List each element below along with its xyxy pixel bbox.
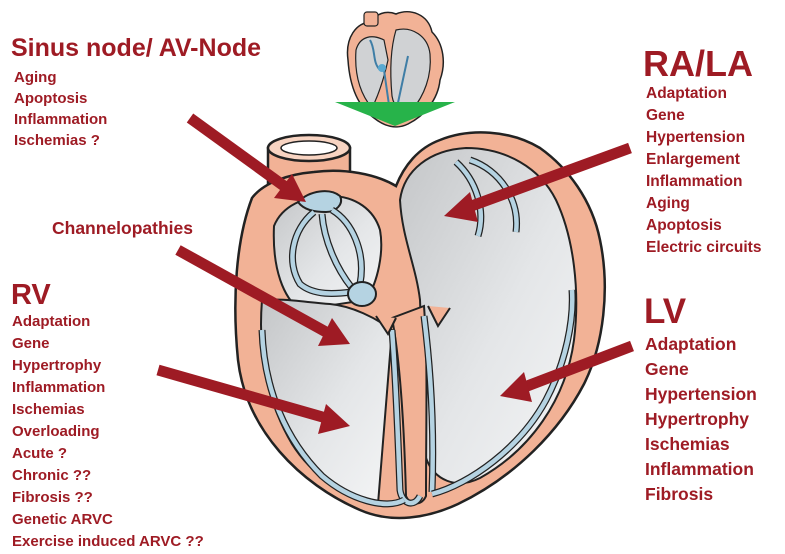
channelopathies-title: Channelopathies [52, 220, 193, 238]
list-item: Overloading [12, 421, 204, 443]
list-item: Fibrosis [645, 482, 757, 507]
list-item: Hypertension [646, 127, 761, 149]
list-item: Electric circuits [646, 237, 761, 259]
list-item: Aging [646, 193, 761, 215]
list-item: Gene [12, 333, 204, 355]
list-item: Hypertrophy [645, 407, 757, 432]
green-down-arrow [335, 102, 455, 126]
list-item: Aging [14, 67, 107, 88]
sinus-node-title: Sinus node/ AV-Node [11, 36, 261, 61]
ra-la-title: RA/LA [643, 46, 753, 82]
list-item: Ischemias ? [14, 130, 107, 151]
list-item: Fibrosis ?? [12, 487, 204, 509]
list-item: Exercise induced ARVC ?? [12, 531, 204, 553]
list-item: Inflammation [14, 109, 107, 130]
lv-title: LV [644, 294, 686, 329]
list-item: Adaptation [12, 311, 204, 333]
list-item: Ischemias [645, 432, 757, 457]
list-item: Apoptosis [646, 215, 761, 237]
list-item: Hypertrophy [12, 355, 204, 377]
list-item: Enlargement [646, 149, 761, 171]
list-item: Adaptation [646, 83, 761, 105]
list-item: Gene [646, 105, 761, 127]
list-item: Inflammation [646, 171, 761, 193]
list-item: Genetic ARVC [12, 509, 204, 531]
list-item: Inflammation [12, 377, 204, 399]
list-item: Apoptosis [14, 88, 107, 109]
list-item: Acute ? [12, 443, 204, 465]
list-item: Gene [645, 357, 757, 382]
list-item: Hypertension [645, 382, 757, 407]
list-item: Ischemias [12, 399, 204, 421]
list-item: Chronic ?? [12, 465, 204, 487]
list-item: Adaptation [645, 332, 757, 357]
list-item: Inflammation [645, 457, 757, 482]
rv-title: RV [11, 281, 51, 310]
